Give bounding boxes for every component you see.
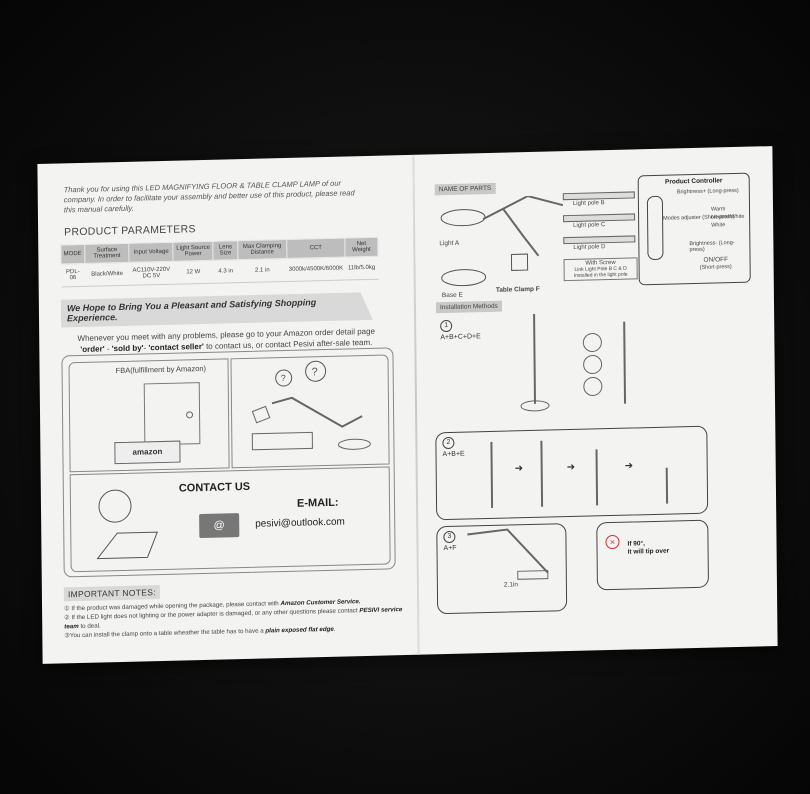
- parts-label: NAME OF PARTS: [434, 182, 496, 196]
- ctrl-warm: Warm: [710, 206, 726, 213]
- params-cell: 11lb/5.0kg: [345, 256, 379, 281]
- controller-title: Product Controller: [664, 177, 723, 186]
- note-text: .: [333, 625, 336, 633]
- tip-warning: × If 90°, it will tip over: [596, 519, 709, 591]
- ctrl-white: White: [711, 222, 726, 229]
- email-address: pesivi@outlook.com: [255, 516, 345, 530]
- sold-by-term: 'sold by': [111, 343, 144, 354]
- screw-note: With Screw Link Light Pole B C & D Insta…: [563, 257, 638, 282]
- page-fold: [412, 154, 420, 655]
- contact-us-title: CONTACT US: [178, 480, 251, 495]
- experience-banner: We Hope to Bring You a Pleasant and Sati…: [61, 292, 373, 328]
- light-a-label: Light A: [439, 239, 460, 248]
- params-header: CCT: [286, 238, 346, 259]
- step-3: 3 A+F 2.1in: [436, 523, 568, 615]
- door-illustration: [143, 382, 201, 446]
- note-text: to deal.: [78, 622, 101, 631]
- params-header: Input Voltage: [129, 242, 174, 263]
- install-label: Installation Methods: [435, 300, 502, 314]
- ctrl-brightness-up: Brightness+ (Long-press): [676, 187, 739, 196]
- notes-list: ① If the product was damaged while openi…: [64, 597, 409, 641]
- contact-panel: CONTACT US @ E-MAIL: pesivi@outlook.com: [69, 466, 391, 573]
- pole-c-label: Light pole C: [573, 222, 606, 229]
- params-header: Net Weight: [344, 237, 378, 258]
- params-cell: AC110V-220V DC 5V: [129, 261, 174, 286]
- params-header: Light Source Power: [172, 241, 214, 262]
- params-table: MODE Surface Treatment Input Voltage Lig…: [60, 237, 379, 288]
- note-emphasis: plain exposed flat edge: [265, 625, 334, 635]
- clamp-f-label: Table Clamp F: [495, 285, 540, 294]
- email-label: E-MAIL:: [296, 496, 339, 510]
- clamp-dimension: 2.1in: [503, 581, 519, 589]
- base-e-label: Base E: [441, 291, 463, 300]
- user-laptop-illustration: [96, 489, 159, 560]
- params-header: Max Clamping Distance: [237, 239, 287, 260]
- step-1-diagram: [520, 313, 627, 412]
- step-3-diagram: [467, 528, 549, 580]
- fba-panel: FBA(fulfillment by Amazon) amazon: [68, 358, 230, 473]
- pole-b-label: Light pole B: [572, 200, 605, 207]
- amazon-box: amazon: [114, 440, 181, 465]
- fba-label: FBA(fulfillment by Amazon): [115, 363, 207, 376]
- ctrl-neutral: Neutral/White: [711, 213, 745, 221]
- params-title: PRODUCT PARAMETERS: [64, 223, 196, 239]
- params-cell: Black/White: [84, 262, 130, 287]
- screw-text: Link Light Pole B C & D Installed in the…: [573, 265, 628, 279]
- pole-b: [562, 191, 635, 201]
- right-page: NAME OF PARTS Light A Base E Table Clamp…: [433, 160, 763, 648]
- tip-line2: it will tip over: [627, 548, 670, 557]
- pole-d: [563, 235, 636, 245]
- svg-text:➜: ➜: [567, 462, 576, 473]
- params-cell: PDL-06: [60, 263, 85, 288]
- pole-d-label: Light pole D: [573, 244, 606, 251]
- svg-text:?: ?: [281, 373, 286, 383]
- params-header: MODE: [60, 244, 85, 265]
- no-sign-icon: ×: [605, 534, 620, 550]
- controller-strip: [646, 195, 664, 261]
- params-header: Lens Size: [213, 240, 238, 261]
- step-2: 2 A+B+E ➜ ➜ ➜: [435, 425, 709, 521]
- intro-text: Thank you for using this LED MAGNIFYING …: [63, 178, 355, 214]
- notes-title: IMPORTANT NOTES:: [63, 585, 160, 602]
- ctrl-onoff: ON/OFF: [703, 256, 729, 264]
- params-cell: 3000k/4500K/6000K: [286, 257, 346, 282]
- ctrl-onoff-sub: (Short-press): [699, 264, 732, 271]
- support-illustration: FBA(fulfillment by Amazon) amazon ? ?: [61, 347, 396, 578]
- step-1: 1 A+B+C+D+E: [434, 311, 635, 416]
- envelope-icon: @: [199, 513, 240, 539]
- pole-c: [563, 213, 636, 223]
- params-cell: 4.3 in: [213, 259, 239, 284]
- confused-user-panel: ? ?: [230, 354, 390, 469]
- svg-text:➜: ➜: [515, 463, 524, 474]
- note-emphasis: Amazon Customer Service.: [280, 598, 361, 608]
- poles-group: Light pole B Light pole C Light pole D: [433, 160, 758, 251]
- door-knob: [186, 411, 194, 419]
- lamp-box-illustration: ? ?: [251, 360, 371, 451]
- manual-sheet: Thank you for using this LED MAGNIFYING …: [37, 146, 778, 664]
- left-page: Thank you for using this LED MAGNIFYING …: [60, 169, 405, 657]
- product-controller: Product Controller Brightness+ (Long-pre…: [637, 172, 751, 286]
- svg-text:?: ?: [312, 366, 318, 378]
- params-cell: 12 W: [173, 260, 214, 285]
- lamp-parts-illustration: [440, 195, 564, 287]
- order-term: 'order': [80, 344, 105, 355]
- tip-text: If 90°, it will tip over: [627, 540, 669, 558]
- params-cell: 2.1 in: [237, 258, 287, 283]
- ctrl-brightness-down: Brightness- (Long-press): [689, 239, 735, 254]
- svg-text:➜: ➜: [625, 460, 634, 471]
- step-2-diagram: ➜ ➜ ➜: [490, 440, 669, 508]
- params-header: Surface Treatment: [84, 243, 130, 264]
